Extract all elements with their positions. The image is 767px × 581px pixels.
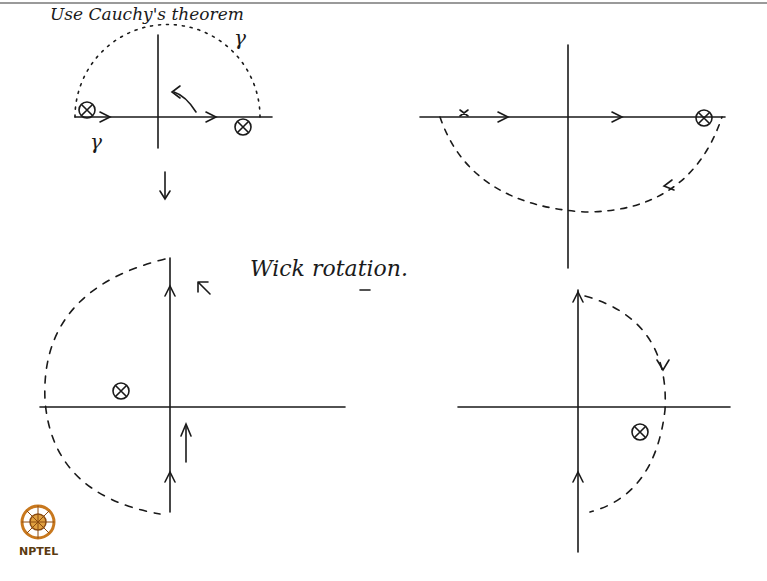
right-wick-panel — [458, 290, 730, 552]
underline-dash — [360, 289, 370, 291]
nptel-logo — [22, 506, 54, 538]
logo-text: NPTEL — [19, 546, 58, 557]
page-rule — [0, 2, 767, 4]
lower-contour-panel — [420, 45, 725, 268]
upper-contour-panel — [75, 25, 272, 200]
slide-heading: Wick rotation. — [250, 258, 408, 280]
left-wick-panel — [40, 258, 345, 514]
contour-symbol: γ — [90, 132, 102, 152]
contour-symbol: γ — [234, 28, 246, 48]
slide-note: Use Cauchy's theorem — [50, 6, 244, 23]
